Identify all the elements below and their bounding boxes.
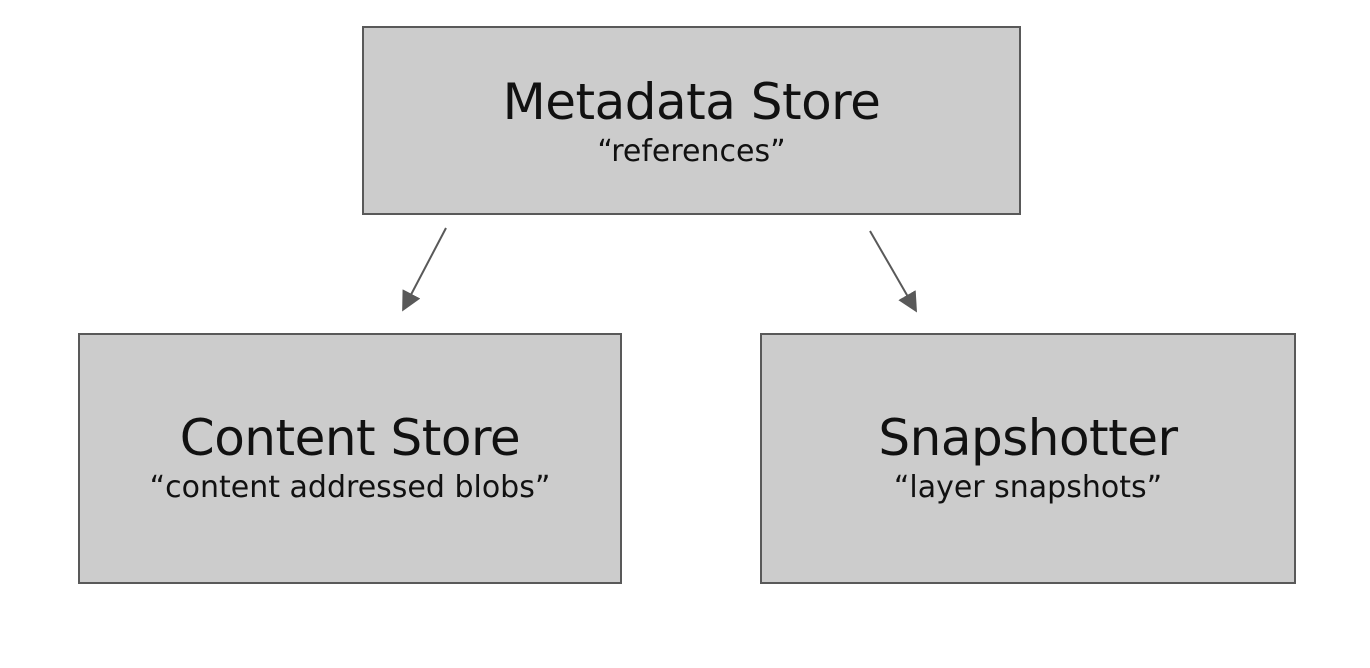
- metadata-store-title: Metadata Store: [502, 73, 881, 131]
- content-store-subtitle: “content addressed blobs”: [149, 470, 551, 505]
- metadata-store-subtitle: “references”: [597, 134, 786, 169]
- snapshotter-subtitle: “layer snapshots”: [893, 470, 1163, 505]
- metadata-store-node: Metadata Store “references”: [362, 26, 1021, 215]
- content-store-node: Content Store “content addressed blobs”: [78, 333, 622, 584]
- content-store-title: Content Store: [179, 409, 521, 467]
- arrow-metadata-to-content: [402, 227, 447, 312]
- snapshotter-node: Snapshotter “layer snapshots”: [760, 333, 1296, 584]
- snapshotter-title: Snapshotter: [878, 409, 1178, 467]
- arrow-metadata-to-snapshotter: [869, 230, 917, 313]
